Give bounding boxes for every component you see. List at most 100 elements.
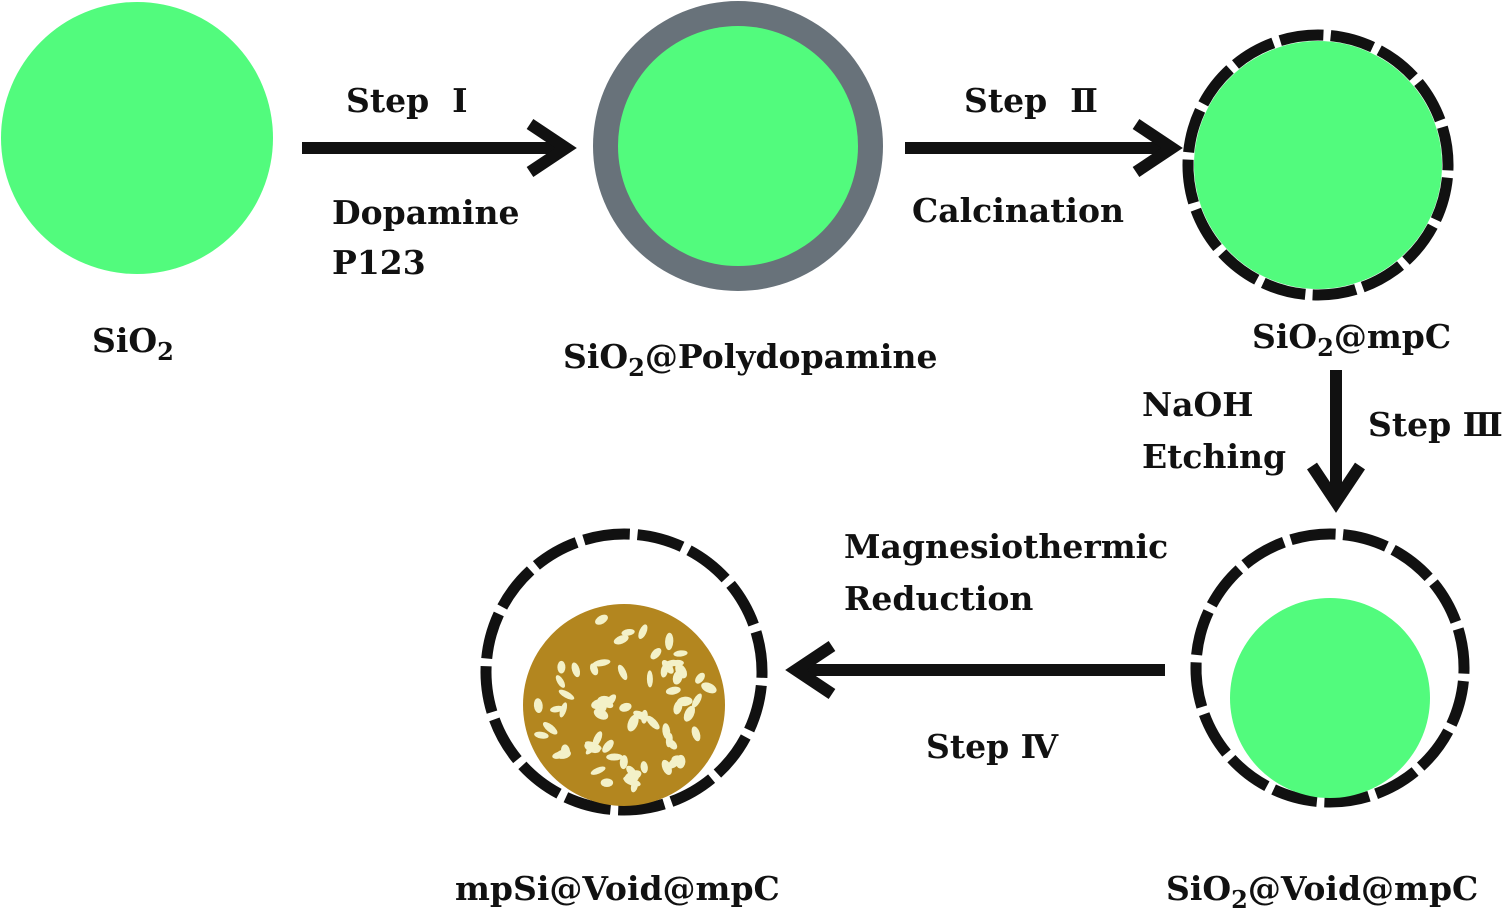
pore [617, 664, 628, 681]
carbon-shell-segment [532, 537, 579, 570]
carbon-shell-segment [1414, 79, 1446, 123]
pore [595, 614, 608, 625]
carbon-shell-segment [726, 580, 759, 627]
pore [534, 731, 549, 739]
pore [606, 753, 623, 761]
carbon-shell-segment [686, 545, 730, 583]
carbon-shell-segment [1360, 261, 1404, 293]
sio2-mpc-particle [1182, 29, 1454, 301]
step2-reagent-calcination: Calcination [912, 191, 1124, 230]
pore [597, 695, 611, 704]
pore [638, 624, 648, 639]
pore [552, 751, 566, 759]
pore [602, 739, 614, 753]
carbon-shell-segment [750, 630, 768, 679]
pore [665, 686, 681, 695]
carbon-shell-segment [481, 611, 504, 660]
step2-label: Step Ⅱ [964, 81, 1098, 120]
carbon-shell-segment [1182, 159, 1199, 205]
carbon-shell-segment [1260, 277, 1306, 300]
step1-reagent-dopamine: Dopamine [332, 193, 520, 232]
arrow-step3 [1307, 370, 1365, 513]
carbon-shell-segment [1312, 284, 1358, 301]
carbon-shell-segment [1452, 627, 1470, 674]
mesoporous-carbon-shell [480, 528, 768, 816]
pore [646, 670, 653, 688]
pore [542, 722, 558, 735]
arrow-step2 [905, 119, 1183, 177]
label-sio2: SiO2 [92, 321, 174, 366]
pore [670, 659, 684, 667]
pore [571, 662, 581, 678]
carbon-shell-segment [617, 798, 666, 816]
pore [589, 663, 599, 676]
pore [662, 723, 671, 740]
pore [600, 778, 614, 788]
carbon-shell-segment [1278, 29, 1324, 46]
pore [557, 660, 566, 674]
label-mpsi-void-mpc: mpSi@Void@mpC [455, 869, 780, 908]
carbon-shell-segment [1183, 107, 1206, 153]
sio2-polydopamine-particle [593, 1, 883, 291]
sio2-core [1230, 598, 1430, 798]
step1-reagent-p123: P123 [332, 243, 426, 282]
carbon-shell-segment [1289, 528, 1336, 546]
pore [646, 715, 660, 730]
label-sio2-void-mpc: SiO2@Void@mpC [1166, 869, 1478, 914]
pore [640, 709, 648, 724]
carbon-shell-segment [1429, 579, 1461, 624]
pore [619, 755, 628, 770]
carbon-shell-segment [744, 684, 767, 733]
pore [627, 714, 639, 732]
carbon-shell-segment [1199, 712, 1231, 757]
mpsi-void-mpc-particle [480, 528, 768, 816]
pore [676, 696, 693, 707]
carbon-shell-segment [489, 717, 522, 764]
carbon-shell-segment [1241, 537, 1286, 569]
pore [667, 755, 683, 769]
label-sio2-polydopamine: SiO2@Polydopamine [563, 337, 937, 382]
sio2-void-mpc-particle [1190, 528, 1470, 808]
carbon-shell-segment [1374, 767, 1419, 799]
carbon-shell-segment [1402, 223, 1438, 265]
pore [661, 660, 674, 674]
pore [584, 741, 601, 754]
carbon-shell-segment [582, 528, 631, 546]
carbon-shell-segment [1218, 249, 1260, 285]
pore [640, 761, 648, 774]
pore [650, 648, 662, 660]
pore [665, 632, 674, 651]
step4-reagent-magnesiothermic: Magnesiothermic [844, 527, 1168, 566]
carbon-shell-segment [1232, 37, 1276, 69]
label-sio2-mpc: SiO2@mpC [1252, 317, 1451, 362]
pore [624, 770, 642, 782]
carbon-shell-segment [1330, 30, 1376, 53]
pore [695, 672, 705, 684]
pore [673, 650, 688, 657]
carbon-shell-segment [1416, 728, 1454, 771]
pore [613, 634, 629, 645]
carbon-shell-segment [1190, 207, 1222, 251]
carbon-shell-segment [1191, 609, 1214, 656]
sio2-particle [1, 2, 273, 274]
mesoporous-carbon-shell [1190, 528, 1470, 808]
pore [672, 670, 683, 685]
carbon-shell-segment [1198, 65, 1234, 107]
carbon-shell-segment [1206, 565, 1244, 608]
step4-reagent-reduction: Reduction [844, 579, 1033, 618]
pore [555, 675, 566, 688]
pore [683, 705, 696, 722]
carbon-shell-segment [1342, 529, 1389, 552]
step3-reagent-naoh: NaOH [1142, 385, 1253, 424]
pore [660, 664, 668, 678]
carbon-shell-segment [1271, 784, 1318, 807]
arrow-step1 [302, 119, 577, 177]
step1-label: Step Ⅰ [346, 81, 468, 120]
sio2-core [1, 2, 273, 274]
sio2-core [618, 26, 858, 266]
carbon-shell-segment [1437, 125, 1454, 171]
carbon-shell-segment [1376, 45, 1418, 81]
carbon-shell-segment [518, 761, 562, 799]
pore [621, 628, 635, 636]
